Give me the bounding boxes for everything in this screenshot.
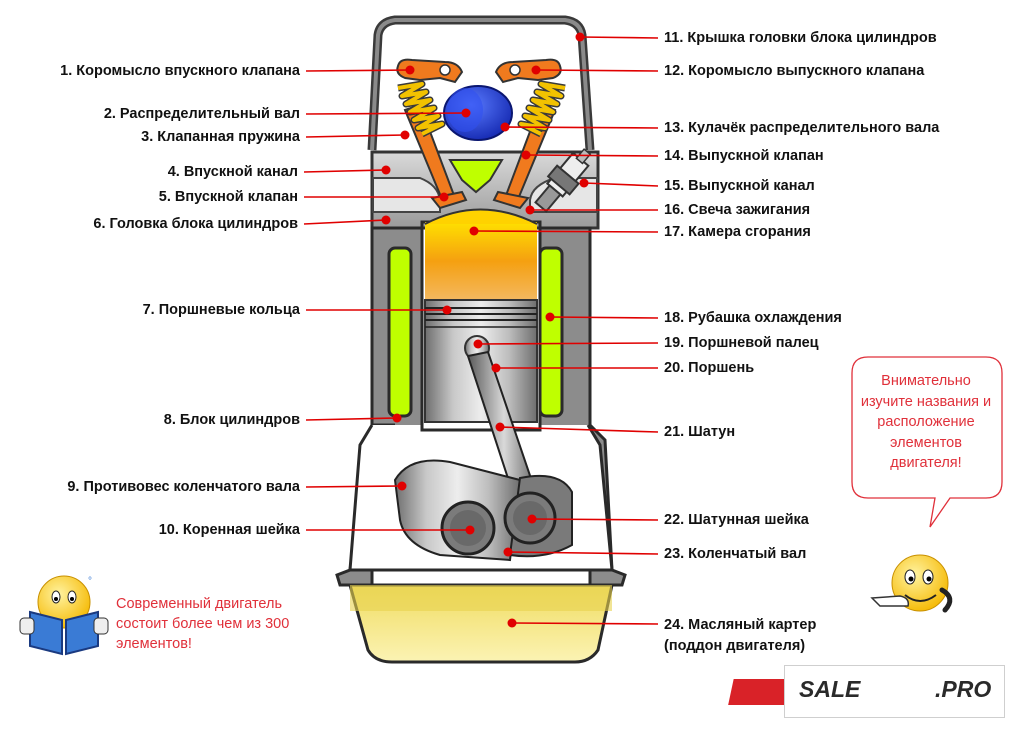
label-22: 22. Шатунная шейка (664, 512, 809, 528)
label-16: 16. Свеча зажигания (664, 202, 811, 218)
label-15: 15. Выпускной канал (664, 178, 815, 194)
label-1: 1. Коромысло впускного клапана (60, 63, 300, 79)
leader-line-18 (549, 316, 659, 319)
leader-dot-18 (545, 312, 555, 322)
leader-dot-1 (405, 65, 415, 75)
leader-line-17 (473, 230, 659, 233)
leader-line-24 (511, 622, 659, 625)
logo-part-car: CAR (883, 676, 933, 702)
leader-line-14 (525, 154, 659, 157)
pointing-smiley-icon (870, 554, 953, 613)
leader-dot-12 (531, 65, 541, 75)
label-4: 4. Впускной канал (167, 164, 298, 180)
leader-dot-14 (521, 150, 531, 160)
label-18: 18. Рубашка охлаждения (664, 310, 842, 326)
leader-line-12 (535, 69, 659, 72)
label-8: 8. Блок цилиндров (163, 412, 300, 428)
spark-plug (534, 148, 592, 213)
leader-line-4 (303, 169, 387, 173)
info-note: Современный двигатель состоит более чем … (116, 596, 290, 652)
label-11: 11. Крышка головки блока цилиндров (664, 30, 937, 46)
leader-line-23 (507, 551, 659, 555)
leader-dot-4 (381, 165, 391, 175)
leader-dot-13 (500, 122, 510, 132)
label-24: 24. Масляный картер (поддон двигателя) (664, 617, 817, 654)
leader-dot-19 (473, 339, 483, 349)
label-14: 14. Выпускной клапан (664, 148, 824, 164)
label-17: 17. Камера сгорания (664, 224, 811, 240)
leader-line-15 (583, 182, 659, 187)
leader-dot-21 (495, 422, 505, 432)
leader-line-1 (305, 69, 411, 72)
leader-dot-6 (381, 215, 391, 225)
leader-dot-9 (397, 481, 407, 491)
leader-dot-15 (579, 178, 589, 188)
leader-line-11 (579, 36, 659, 39)
label-10: 10. Коренная шейка (158, 522, 300, 538)
cooling-jacket-left (387, 246, 413, 418)
leader-dot-8 (392, 413, 402, 423)
intake-port (372, 177, 441, 213)
leader-dot-23 (503, 547, 513, 557)
salecar-logo (728, 679, 790, 705)
label-5: 5. Впускной клапан (158, 189, 298, 205)
leader-dot-7 (442, 305, 452, 315)
leader-line-21 (499, 426, 659, 433)
valve-spring-left (397, 80, 446, 138)
leader-dot-22 (527, 514, 537, 524)
label-7: 7. Поршневые кольца (142, 302, 300, 318)
label-20: 20. Поршень (664, 360, 755, 376)
label-13: 13. Кулачёк распределительного вала (664, 120, 940, 136)
leader-dot-10 (465, 525, 475, 535)
logo-part-sale: SALE (799, 676, 861, 702)
leader-dot-3 (400, 130, 410, 140)
label-2: 2. Распределительный вал (103, 106, 300, 122)
label-9: 9. Противовес коленчатого вала (67, 479, 300, 495)
leader-dot-20 (491, 363, 501, 373)
svg-text:°: ° (88, 576, 92, 587)
leader-line-2 (305, 112, 467, 115)
label-19: 19. Поршневой палец (664, 335, 819, 351)
label-12: 12. Коромысло выпускного клапана (664, 63, 925, 79)
speech-bubble-icon (851, 356, 1003, 528)
leader-line-22 (531, 518, 659, 521)
logo-part-pro: .PRO (935, 676, 992, 702)
leader-dot-17 (469, 226, 479, 236)
reading-smiley-icon: ° (19, 575, 109, 656)
head-coolant (448, 159, 504, 194)
leader-dot-16 (525, 205, 535, 215)
leader-line-13 (504, 126, 659, 129)
label-21: 21. Шатун (664, 424, 736, 440)
leader-dot-11 (575, 32, 585, 42)
leader-line-19 (477, 342, 659, 345)
leader-dot-24 (507, 618, 517, 628)
leader-dot-5 (439, 192, 449, 202)
bubble-text: Внимательно изучите названия и расположе… (860, 373, 992, 471)
leader-line-3 (305, 134, 406, 138)
combustion-chamber (425, 222, 537, 300)
label-23: 23. Коленчатый вал (664, 546, 807, 562)
site-logo[interactable]: SALE CAR .PRO (784, 665, 1005, 718)
label-6: 6. Головка блока цилиндров (93, 216, 298, 232)
leader-line-6 (303, 219, 387, 225)
leader-line-8 (305, 417, 398, 421)
label-leaders (303, 32, 659, 628)
leader-line-9 (305, 485, 403, 488)
leader-dot-2 (461, 108, 471, 118)
label-3: 3. Клапанная пружина (141, 129, 300, 145)
cooling-jacket-right (538, 246, 564, 418)
